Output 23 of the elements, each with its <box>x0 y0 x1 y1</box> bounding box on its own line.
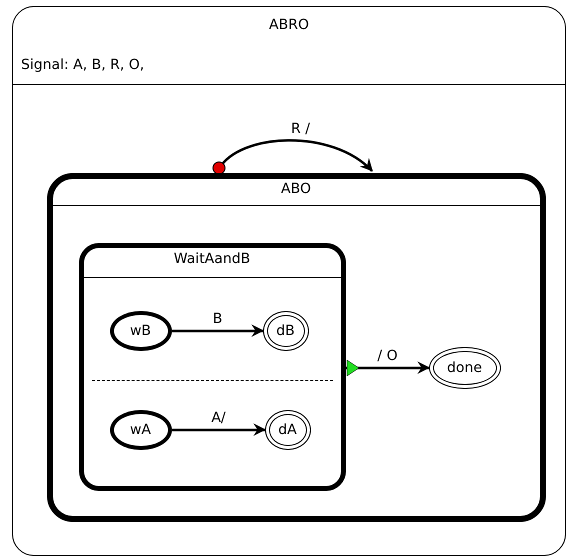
initial-state-ellipse <box>110 410 172 450</box>
signal-declaration: Signal: A, B, R, O, <box>21 57 144 73</box>
state-name: done <box>447 360 482 376</box>
final-state-ellipse <box>428 346 500 388</box>
edge-label: / O <box>376 348 399 364</box>
transition-arrow <box>172 324 264 337</box>
state-title: ABO <box>281 180 311 196</box>
initial-state-ellipse <box>110 310 172 350</box>
state-name: wA <box>130 422 152 438</box>
state-name: dA <box>278 422 297 438</box>
final-state-ellipse <box>264 410 310 450</box>
final-state-ellipse <box>262 310 308 350</box>
edge-label: R / <box>290 121 311 137</box>
superstate-box <box>78 242 346 490</box>
superstate-box <box>46 172 546 522</box>
state-title: ABRO <box>269 17 309 33</box>
superstate-box <box>12 6 566 556</box>
transition-arrow <box>172 423 266 436</box>
state-name: wB <box>130 322 152 338</box>
state-title: WaitAandB <box>174 250 250 266</box>
state-name: dB <box>276 322 295 338</box>
edge-label: A/ <box>210 410 227 426</box>
transition-arrow <box>346 361 430 374</box>
